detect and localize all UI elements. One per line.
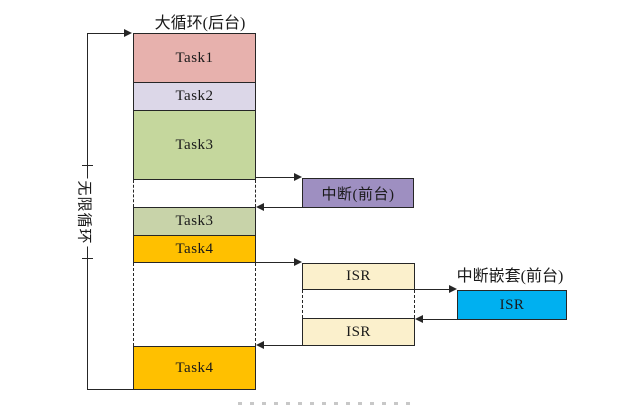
isr-gap-right-dashed-line	[414, 290, 415, 318]
arrow-isr-return-to-task4-head-icon	[256, 341, 264, 349]
infinite-loop-label: 无限循环	[60, 172, 110, 252]
column-gap2-left-dashed-line	[133, 263, 134, 346]
task-box-task4-resumed: Task4	[133, 346, 256, 390]
task-box-task4: Task4	[133, 235, 256, 263]
nested-isr-label: ISR	[499, 296, 525, 313]
arrow-isr-return-to-task4	[264, 345, 302, 346]
task-box-task1: Task1	[133, 33, 256, 83]
infinite-loop-label-text: 无限循环	[74, 177, 96, 247]
arrow-interrupt-return-head-icon	[256, 203, 264, 211]
task-box-task2: Task2	[133, 82, 256, 111]
interrupt-label: 中断(前台)	[321, 186, 395, 203]
task3-label: Task3	[175, 136, 214, 153]
task1-label: Task1	[175, 49, 214, 66]
task2-label: Task2	[175, 88, 214, 104]
arrow-isr-to-nested-isr	[415, 289, 451, 290]
column-gap1-left-dashed-line	[133, 180, 134, 207]
task4-resumed-label: Task4	[175, 359, 214, 376]
interrupt-box: 中断(前台)	[302, 178, 414, 208]
arrow-isr-to-nested-isr-head-icon	[449, 285, 457, 293]
arrow-task4-to-isr-head-icon	[294, 258, 302, 266]
task3-resumed-label: Task3	[175, 213, 214, 229]
isr1-label: ISR	[346, 268, 371, 284]
loop-label-top-tick	[82, 165, 93, 166]
column-gap2-right-dashed-line	[255, 263, 256, 346]
loop-top-arrowhead-icon	[124, 29, 132, 37]
diagram-title: 大循环(后台)	[154, 15, 246, 32]
arrow-nested-isr-return-head-icon	[415, 315, 423, 323]
arrow-task3-to-interrupt	[256, 177, 296, 178]
arrow-nested-isr-return	[423, 319, 457, 320]
column-gap1-right-dashed-line	[255, 180, 256, 207]
task-box-task3-resumed: Task3	[133, 207, 256, 236]
isr-box-1: ISR	[302, 263, 415, 290]
task4-label: Task4	[175, 240, 214, 257]
isr2-label: ISR	[346, 323, 371, 340]
isr-gap-left-dashed-line	[302, 290, 303, 318]
nested-interrupt-title: 中断嵌套(前台)	[456, 268, 564, 285]
loop-label-bottom-tick	[82, 258, 93, 259]
arrow-interrupt-return	[264, 207, 302, 208]
loop-bracket-top-line	[87, 33, 125, 34]
task-box-task3: Task3	[133, 110, 256, 180]
clipped-caption-remnant	[238, 402, 413, 405]
loop-bracket-bottom-line	[87, 389, 134, 390]
arrow-task4-to-isr	[256, 262, 296, 263]
isr-box-2: ISR	[302, 318, 415, 346]
nested-isr-box: ISR	[457, 290, 567, 320]
arrow-task3-to-interrupt-head-icon	[294, 173, 302, 181]
